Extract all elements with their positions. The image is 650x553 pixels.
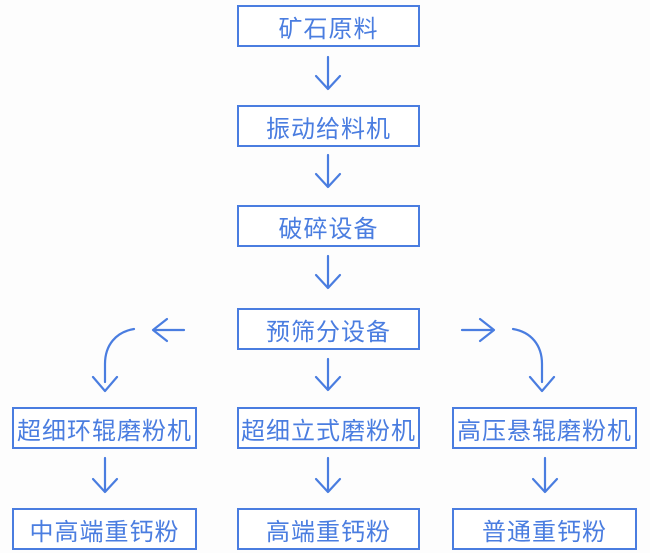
node-vibrating-feeder: 振动给料机 [237, 105, 420, 147]
node-ultrafine-ring-roller-mill: 超细环辊磨粉机 [12, 407, 197, 449]
node-label: 高端重钙粉 [266, 518, 391, 546]
node-label: 超细立式磨粉机 [241, 417, 416, 445]
node-label: 中高端重钙粉 [29, 518, 180, 546]
node-label: 高压悬辊磨粉机 [457, 417, 632, 445]
node-ordinary-heavy-calcium-powder: 普通重钙粉 [452, 508, 637, 550]
node-high-pressure-suspension-roller-mill: 高压悬辊磨粉机 [452, 407, 637, 449]
node-pre-screening: 预筛分设备 [237, 308, 420, 350]
arrow-down-icon [314, 153, 342, 189]
arrow-down-icon [314, 357, 342, 392]
node-label: 破碎设备 [278, 215, 379, 243]
curved-arrow-down-icon [511, 327, 556, 393]
node-label: 预筛分设备 [266, 318, 391, 346]
node-mid-high-end-heavy-calcium-powder: 中高端重钙粉 [12, 508, 197, 550]
node-high-end-heavy-calcium-powder: 高端重钙粉 [237, 508, 420, 550]
curved-arrow-down-icon [91, 327, 136, 393]
node-crushing-equipment: 破碎设备 [237, 205, 420, 247]
arrow-down-icon [314, 55, 342, 91]
node-label: 振动给料机 [266, 115, 391, 143]
node-raw-material: 矿石原料 [237, 5, 420, 47]
arrow-left-icon [151, 317, 186, 343]
arrow-down-icon [314, 254, 342, 290]
node-label: 普通重钙粉 [482, 518, 607, 546]
node-label: 矿石原料 [278, 15, 379, 43]
arrow-down-icon [531, 456, 559, 494]
node-label: 超细环辊磨粉机 [17, 417, 192, 445]
node-ultrafine-vertical-mill: 超细立式磨粉机 [237, 407, 420, 449]
arrow-right-icon [460, 317, 496, 343]
arrow-down-icon [314, 456, 342, 494]
arrow-down-icon [91, 456, 119, 494]
